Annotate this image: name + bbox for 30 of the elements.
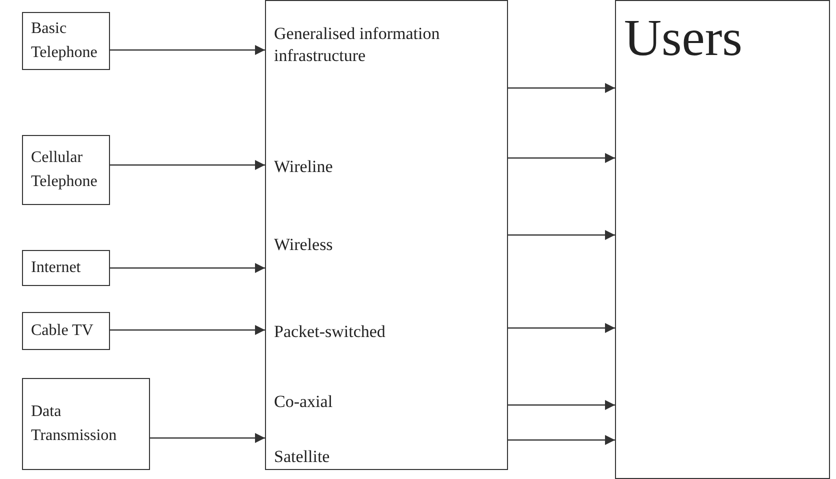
box-text: Basic Telephone [31,19,98,63]
box-text: Cellular Telephone [31,148,98,192]
arrow [110,160,265,170]
box-text: Cable TV [31,321,94,341]
arrow [110,263,265,273]
box-text: Wireline [274,156,334,178]
arrow [508,83,615,93]
process-box [615,0,830,479]
process-box [22,250,110,286]
arrow [508,230,615,240]
box-text: Wireless [274,234,334,256]
arrow [508,323,615,333]
box-text: Packet-switched [274,321,386,343]
process-box [22,312,110,350]
arrow [508,435,615,445]
process-box [22,135,110,205]
box-text: Users [624,9,742,69]
arrow [508,153,615,163]
box-text: Satellite [274,446,331,468]
box-text: Co-axial [274,391,334,413]
box-text: Data Transmission [31,402,118,446]
arrow [110,45,265,55]
arrow [110,325,265,335]
box-text: Generalised information infrastructure [274,23,441,67]
process-box [22,378,150,470]
process-box [22,12,110,70]
process-box [265,0,508,470]
arrow [508,400,615,410]
box-text: Internet [31,258,82,278]
arrow [150,433,265,443]
